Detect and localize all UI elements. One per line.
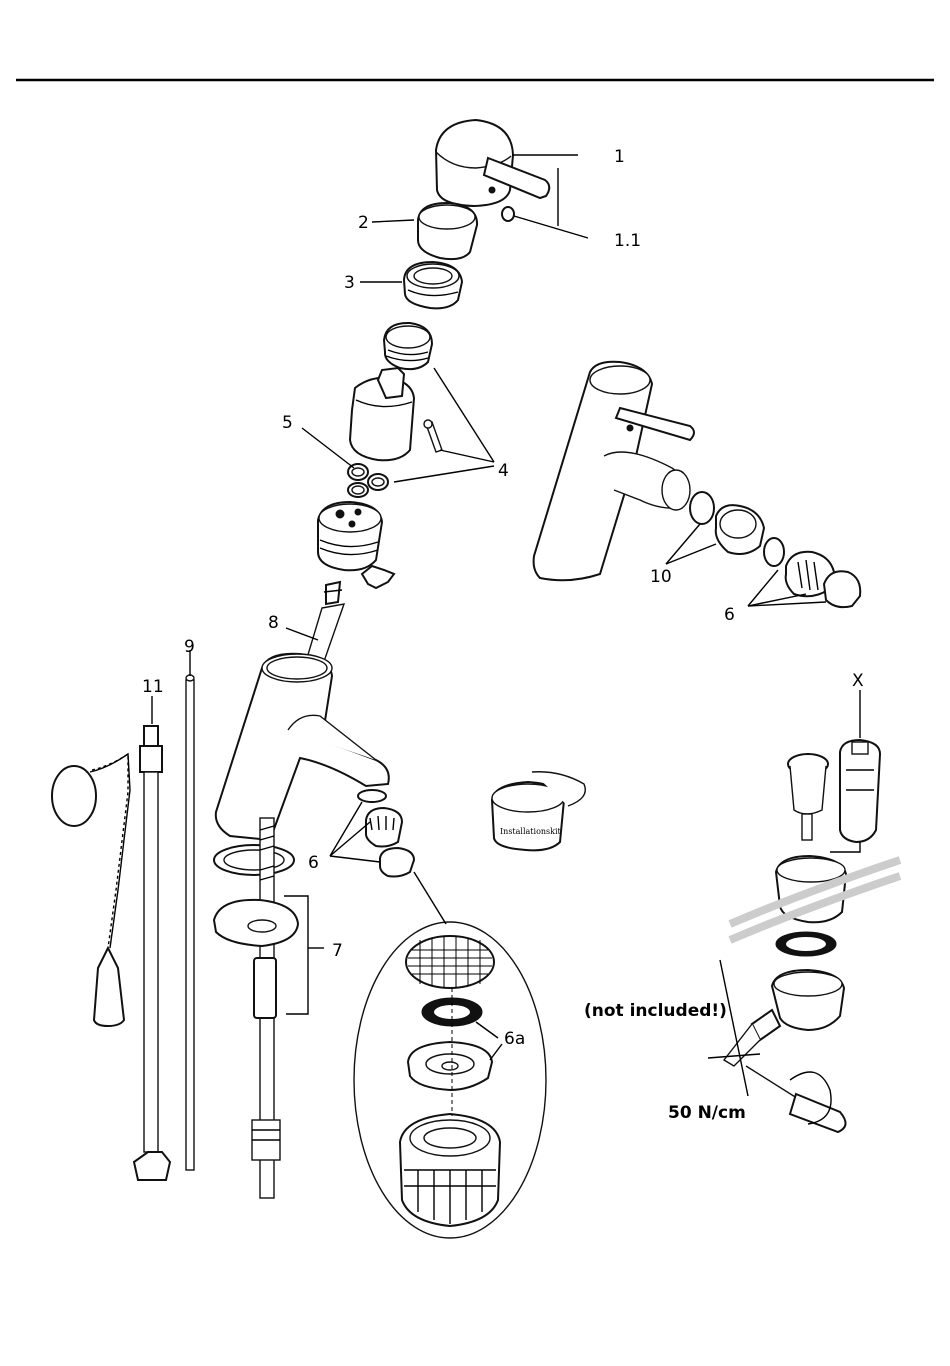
callout-2: 2 bbox=[358, 213, 369, 233]
part-1-handle bbox=[436, 120, 549, 206]
callout-5: 5 bbox=[282, 413, 293, 433]
lower-cartridge bbox=[318, 502, 394, 588]
callout-1-1: 1.1 bbox=[614, 231, 641, 251]
callout-9: 9 bbox=[184, 637, 195, 657]
callout-6a: 6a bbox=[504, 1029, 525, 1049]
chain-and-stopper bbox=[52, 754, 130, 1026]
part-5-seals bbox=[348, 464, 388, 497]
callout-8: 8 bbox=[268, 613, 279, 633]
bidet-mixer-body bbox=[534, 362, 694, 581]
callout-3: 3 bbox=[344, 273, 355, 293]
mixer-body-main bbox=[216, 654, 389, 840]
callout-7: 7 bbox=[332, 941, 343, 961]
callout-11: 11 bbox=[142, 677, 164, 697]
part-11-flexible-hose bbox=[134, 726, 170, 1180]
part-6-aerator-mid bbox=[358, 790, 414, 877]
part-3-threaded-nut bbox=[404, 262, 462, 308]
installation-kit-box: Installationskit bbox=[492, 772, 585, 851]
callout-4: 4 bbox=[498, 461, 509, 481]
part-1-1-grub-screw bbox=[502, 207, 514, 221]
callout-x: X bbox=[852, 671, 864, 691]
callout-10: 10 bbox=[650, 567, 672, 587]
part-9-pull-rod bbox=[186, 675, 194, 1170]
waste-set-x bbox=[708, 740, 900, 1132]
callout-1: 1 bbox=[614, 147, 625, 167]
part-6-aerator-bidet bbox=[764, 538, 860, 607]
callout-6-bidet: 6 bbox=[724, 605, 735, 625]
part-10-bidet-parts bbox=[690, 492, 764, 554]
part-7-mounting-set bbox=[214, 818, 298, 1198]
callout-6-mid: 6 bbox=[308, 853, 319, 873]
part-4-cartridge-set bbox=[350, 323, 442, 460]
installation-kit-label: Installationskit bbox=[500, 827, 562, 836]
aerator-detail-view bbox=[354, 922, 546, 1238]
part-2-cover-sleeve bbox=[418, 203, 477, 259]
torque-note: 50 N/cm bbox=[668, 1103, 746, 1123]
not-included-note: (not included!) bbox=[584, 1001, 727, 1021]
